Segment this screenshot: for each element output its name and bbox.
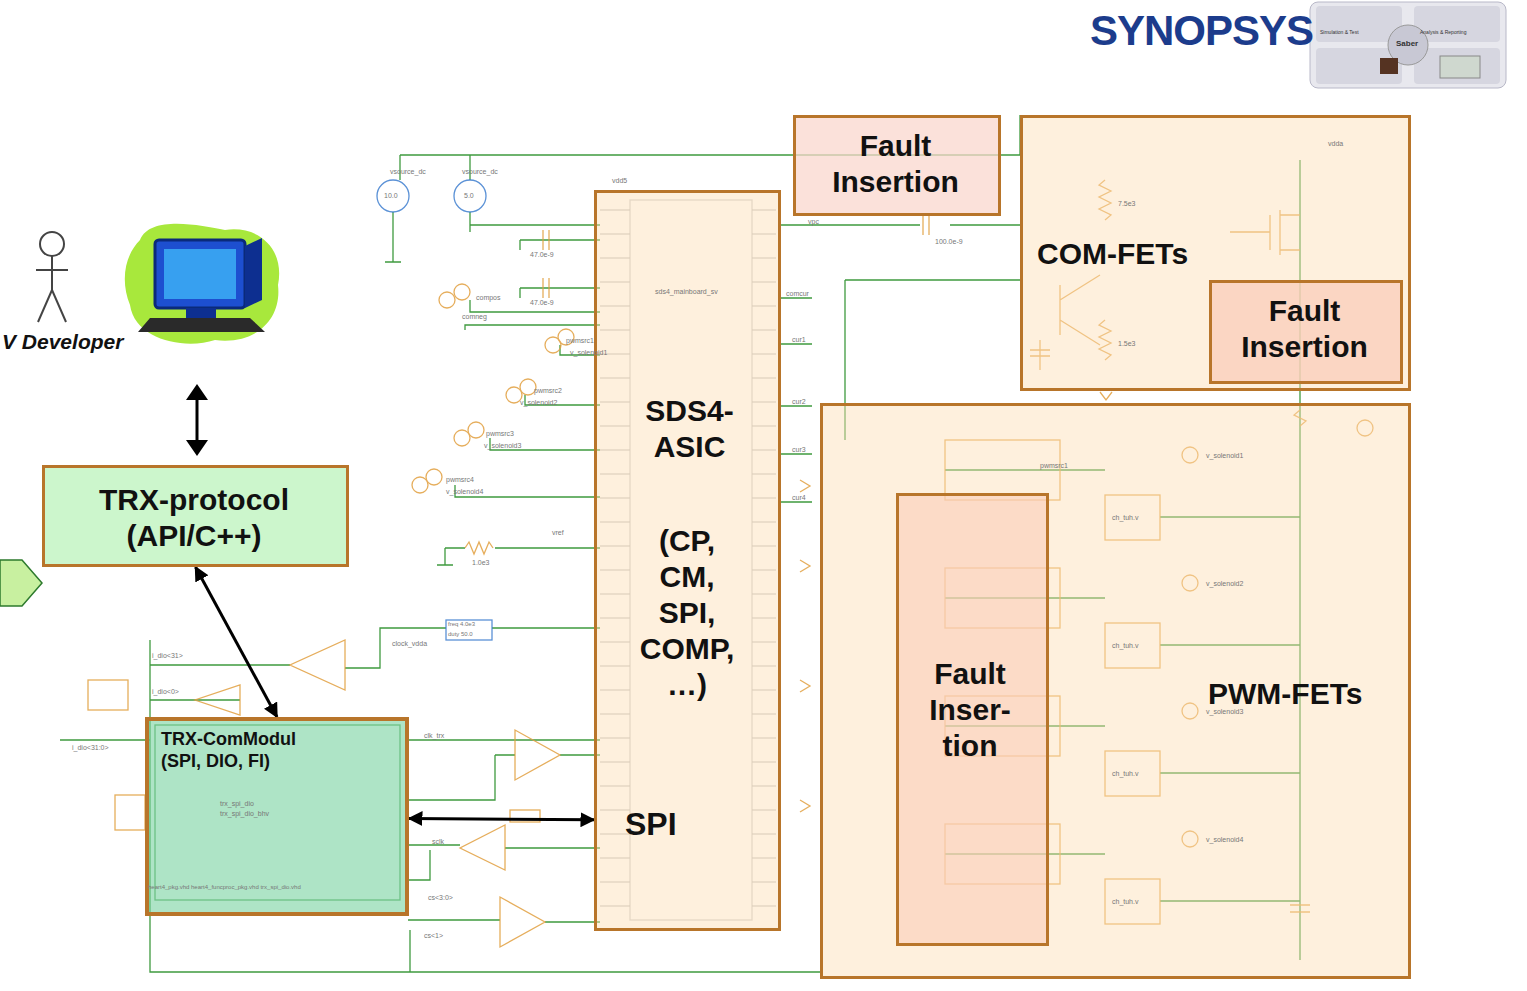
fault-insertion-box: Fault Insertion [793,115,1001,216]
logo-text: Simulation & Test [1320,30,1359,36]
signal-name: trx_spi_dio_bhv [220,810,269,818]
double-arrow [186,384,208,456]
signal-name: ch_tuh.v [1112,898,1138,906]
signal-name: v_solenoid1 [1206,452,1243,460]
node-label: PWM-FETs [1208,676,1398,712]
computer-icon [125,224,279,344]
signal-name: v_solenoid4 [446,488,483,496]
node-label: COM-FETs [1037,236,1237,272]
signal-name: i_dio<31:0> [72,744,109,752]
signal-name: comneg [462,313,487,321]
signal-name: heart4_pkg.vhd heart4_funcproc_pkg.vhd t… [148,884,301,891]
signal-name: clk_trx [424,732,444,740]
logo-text: Analysis & Reporting [1420,30,1466,36]
signal-name: vsource_dc [390,168,426,176]
connector-arrow [196,567,278,717]
signal-name: cur3 [792,446,806,454]
signal-name: vref [552,529,564,537]
signal-name: pwmsrc2 [534,387,562,395]
saber-logo [1310,2,1506,88]
developer-figure [36,232,68,322]
signal-name: vpc [808,218,819,226]
signal-name: ch_tuh.v [1112,770,1138,778]
node-label: (CP, CM, SPI, COMP, …) [635,523,739,703]
group-box: COM-FETsFault Insertion [1020,115,1411,391]
signal-name: v_solenoid3 [1206,708,1243,716]
signal-name: 5.0 [464,192,474,200]
signal-name: trx_spi_dio [220,800,254,808]
logo-text: SYNOPSYS [1090,8,1313,54]
signal-name: cur1 [792,336,806,344]
node-label: TRX-ComModul (SPI, DIO, FI) [161,729,331,772]
signal-name: cs<1> [424,932,443,940]
signal-name: 10.0 [384,192,398,200]
signal-name: 1.5e3 [1118,340,1136,348]
signal-name: cs<3:0> [428,894,453,902]
signal-name: v_solenoid4 [1206,836,1243,844]
signal-name: pwmsrc4 [446,476,474,484]
signal-name: sds4_mainboard_sv [655,288,718,296]
group-box: PWM-FETs Fault Inser-tion [820,403,1411,979]
flow-arrow-tip [0,560,42,606]
signal-name: ch_tuh.v [1112,642,1138,650]
signal-name: v_solenoid3 [484,442,521,450]
signal-name: duty 50.0 [448,631,473,638]
fault-insertion-box: Fault Inser-tion [896,493,1049,946]
signal-name: 100.0e-9 [935,238,963,246]
node-label: SDS4-ASIC [627,393,752,465]
node-label: SPI [625,805,705,843]
signal-name: pwmsrc3 [486,430,514,438]
signal-name: pwmsrc1 [566,337,594,345]
signal-name: 47.0e-9 [530,251,554,259]
node-label: Fault Inser-tion [909,656,1031,764]
connector-arrow [409,818,594,819]
signal-name: vdd5 [612,177,627,185]
signal-name: cur2 [792,398,806,406]
fault-insertion-box: Fault Insertion [1209,280,1403,384]
asic-block: SDS4-ASIC (CP, CM, SPI, COMP, …) SPI [594,190,781,931]
signal-name: vsource_dc [462,168,498,176]
signal-name: clock_vdda [392,640,427,648]
node-label: Fault Insertion [1212,293,1397,365]
signal-name: 1.0e3 [472,559,490,567]
signal-name: compos [476,294,501,302]
node-label: TRX-protocol (API/C++) [45,482,343,554]
signal-name: cur4 [792,494,806,502]
signal-name: v_solenoid1 [570,349,607,357]
signal-name: ch_tuh.v [1112,514,1138,522]
signal-name: i_dio<0> [152,688,179,696]
signal-name: vdda [1328,140,1343,148]
node-label: Fault Insertion [796,128,995,200]
logo-text: Saber [1396,40,1418,49]
signal-name: sclk [432,838,444,846]
signal-name: v_solenoid2 [1206,580,1243,588]
signal-name: v_solenoid2 [520,399,557,407]
process-box: TRX-protocol (API/C++) [42,465,349,567]
signal-name: i_dio<31> [152,652,183,660]
signal-name: freq 4.0e3 [448,621,475,628]
signal-name: comcur [786,290,809,298]
actor-name: V Developer [2,330,123,353]
signal-name: pwmsrc1 [1040,462,1068,470]
signal-name: 47.0e-9 [530,299,554,307]
signal-name: 7.5e3 [1118,200,1136,208]
